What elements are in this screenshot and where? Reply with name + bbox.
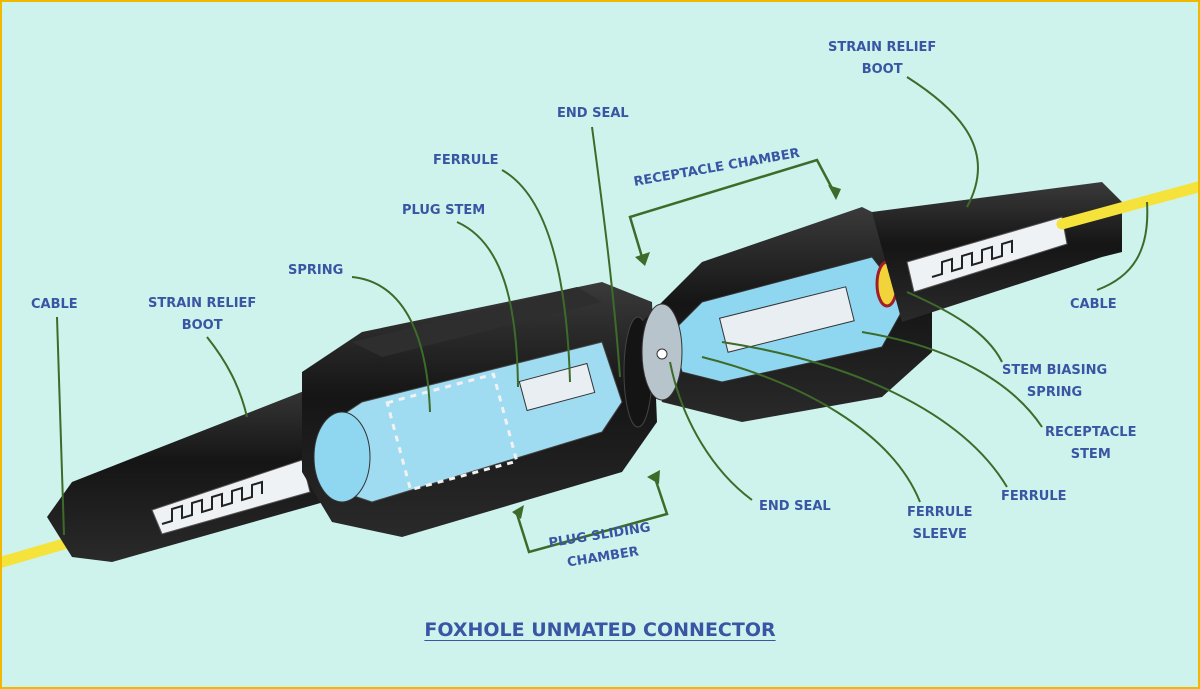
- leader-cable-right: [1096, 201, 1149, 291]
- label-end-seal-bottom: END SEAL: [759, 499, 831, 514]
- label-end-seal-top: END SEAL: [557, 106, 629, 121]
- leader-strain-relief-right: [906, 76, 979, 208]
- leader-ferrule-left: [501, 169, 571, 383]
- leader-end-seal-bottom: [669, 361, 753, 501]
- leader-strain-relief-left: [206, 336, 248, 418]
- sliding-arrow-right: [647, 470, 660, 484]
- left-boot-serration: [161, 480, 263, 525]
- plug-spring-coils: [385, 372, 519, 492]
- plug-front-ring: [313, 411, 371, 503]
- diagram-title: FOXHOLE UNMATED CONNECTOR: [424, 619, 776, 641]
- leader-end-seal-top: [591, 126, 621, 378]
- leader-plug-stem: [456, 221, 519, 388]
- leader-ferrule-right: [721, 341, 1008, 488]
- leader-cable-left: [56, 316, 65, 536]
- label-ferrule-left: FERRULE: [433, 153, 499, 168]
- label-plug-stem: PLUG STEM: [402, 203, 486, 218]
- label-cable-left: CABLE: [31, 297, 78, 312]
- label-cable-right: CABLE: [1070, 297, 1117, 312]
- leader-stem-biasing: [906, 291, 1003, 363]
- right-boot-insert: [906, 216, 1068, 293]
- plug-stem-insert: [518, 362, 596, 412]
- label-ferrule-right: FERRULE: [1001, 489, 1067, 504]
- leader-spring: [351, 276, 431, 413]
- receptacle-stem-insert: [718, 286, 855, 353]
- plug-sliding-chamber-bracket: [515, 474, 669, 554]
- left-strain-relief-boot: [47, 380, 377, 562]
- right-boot-serration: [931, 239, 1013, 278]
- receptacle-ferrule-tip: [656, 348, 668, 360]
- plug-top-rib: [352, 287, 602, 357]
- sliding-arrow-left: [512, 505, 524, 519]
- receptacle-chamber-bracket: [628, 158, 836, 258]
- leader-ferrule-sleeve: [701, 356, 921, 503]
- right-cable: [1056, 181, 1198, 230]
- label-spring: SPRING: [288, 263, 344, 278]
- leader-receptacle-stem: [861, 331, 1043, 428]
- bracket-arrow-left: [635, 252, 650, 266]
- bracket-arrow-right: [828, 185, 841, 200]
